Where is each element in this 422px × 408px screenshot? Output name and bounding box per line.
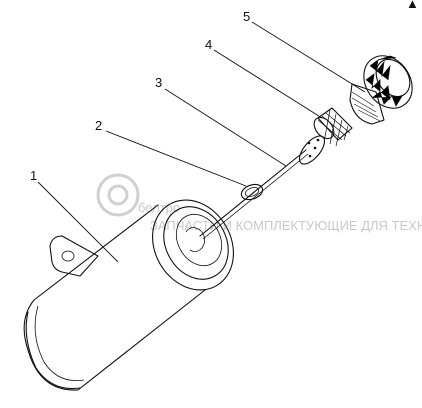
callout-4: 4 — [205, 37, 212, 52]
corner-mark: ▲ — [406, 0, 419, 11]
disc-hole — [313, 146, 317, 150]
part-4-mesh-insert — [313, 107, 353, 147]
callout-1: 1 — [30, 168, 37, 183]
leader-1 — [37, 181, 119, 263]
callout-2: 2 — [95, 118, 102, 133]
disc-hole — [308, 154, 312, 158]
cap-thread-lines — [351, 91, 381, 122]
housing-open-end-flange — [163, 206, 229, 280]
watermark-logo-icon — [96, 173, 140, 217]
part-5-knurled-cap — [349, 55, 413, 125]
housing-bottom-band — [34, 305, 85, 381]
housing-bore-thread — [185, 227, 206, 252]
leader-lines — [37, 21, 366, 263]
callouts: 1 2 3 4 5 — [30, 9, 250, 183]
cap-threaded-neck — [349, 83, 385, 125]
mesh-pattern — [317, 109, 351, 147]
part-2-snap-ring — [240, 183, 264, 201]
watermark-tagline: ЗАПЧАСТИ И КОМПЛЕКТУЮЩИЕ ДЛЯ ТЕХНИКИ — [150, 218, 422, 233]
leader-4 — [213, 49, 323, 119]
rod-shaft-edge — [202, 153, 309, 240]
part-1-filter-housing — [23, 199, 234, 391]
leader-5 — [251, 21, 366, 93]
bracket-hole — [61, 250, 75, 262]
housing-bottom-rim — [25, 311, 81, 390]
callout-5: 5 — [243, 9, 250, 24]
snap-ring-inner — [244, 187, 260, 197]
mounting-bracket — [49, 235, 99, 277]
housing-body — [23, 204, 206, 391]
rod-shaft — [199, 149, 307, 237]
snap-ring-outer — [240, 183, 264, 201]
watermark: белтро ЗАПЧАСТИ И КОМПЛЕКТУЮЩИЕ ДЛЯ ТЕХН… — [96, 173, 422, 233]
housing-open-end-outer — [152, 199, 234, 291]
cap-inner-face — [375, 58, 411, 98]
cap-knurled-ring — [363, 55, 413, 109]
housing-bore — [175, 213, 223, 267]
mesh-body — [317, 107, 353, 141]
disc-hole — [316, 138, 320, 142]
watermark-logo-inner-icon — [107, 184, 129, 206]
cap-knurl-pattern — [365, 55, 403, 107]
leader-2 — [105, 130, 247, 187]
disc-hole — [307, 141, 311, 145]
leader-3 — [164, 88, 287, 167]
callout-3: 3 — [155, 75, 162, 90]
